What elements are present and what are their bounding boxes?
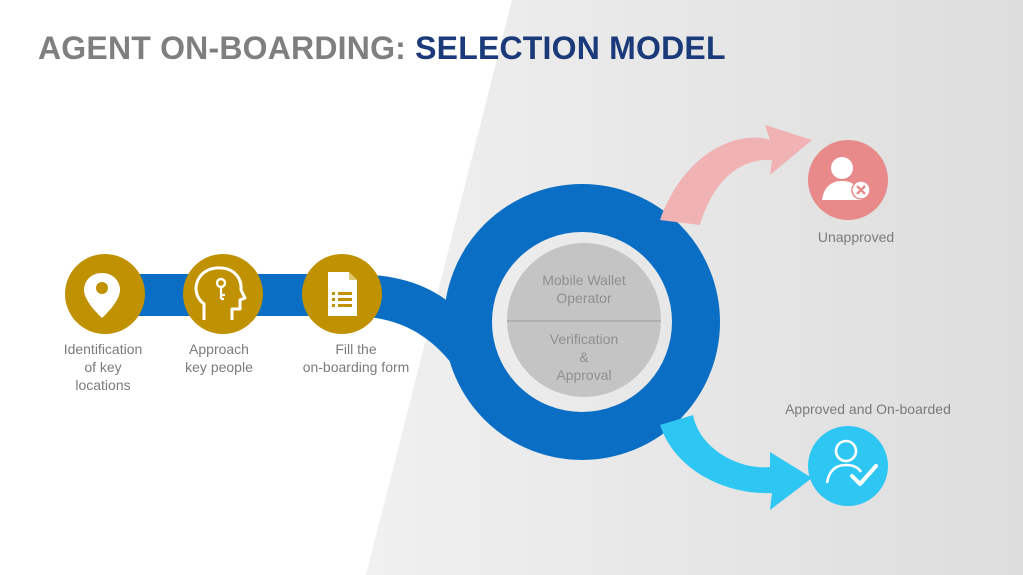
- slide-title: AGENT ON-BOARDING: SELECTION MODEL: [38, 30, 726, 67]
- unapproved-arrow: [660, 125, 812, 225]
- title-emphasis: SELECTION MODEL: [415, 30, 726, 66]
- step-circle-1: [65, 254, 145, 334]
- location-pin-icon: [84, 273, 120, 318]
- step-label-1: Identification of key locations: [63, 341, 143, 393]
- center-top-label: Mobile Wallet Operator: [542, 272, 626, 306]
- step-label-3: Fill the on-boarding form: [302, 341, 410, 375]
- center-bottom-label: Verification & Approval: [549, 331, 619, 383]
- step-circle-3: [302, 254, 382, 334]
- title-prefix: AGENT ON-BOARDING:: [38, 30, 416, 66]
- approved-outcome-circle: [808, 426, 888, 506]
- main-ring: [444, 184, 720, 460]
- step-label-2: Approach key people: [185, 341, 253, 375]
- unapproved-label: Unapproved: [817, 229, 895, 245]
- unapproved-outcome-circle: [808, 140, 888, 220]
- head-key-icon: [194, 266, 247, 320]
- approved-label: Approved and On-boarded: [785, 401, 951, 417]
- step-circle-2: [183, 254, 263, 334]
- user-rejected-icon: [822, 157, 871, 200]
- user-approved-icon: [825, 439, 878, 486]
- center-circle: [507, 243, 661, 397]
- document-form-icon: [328, 272, 357, 316]
- approved-arrow: [660, 415, 812, 510]
